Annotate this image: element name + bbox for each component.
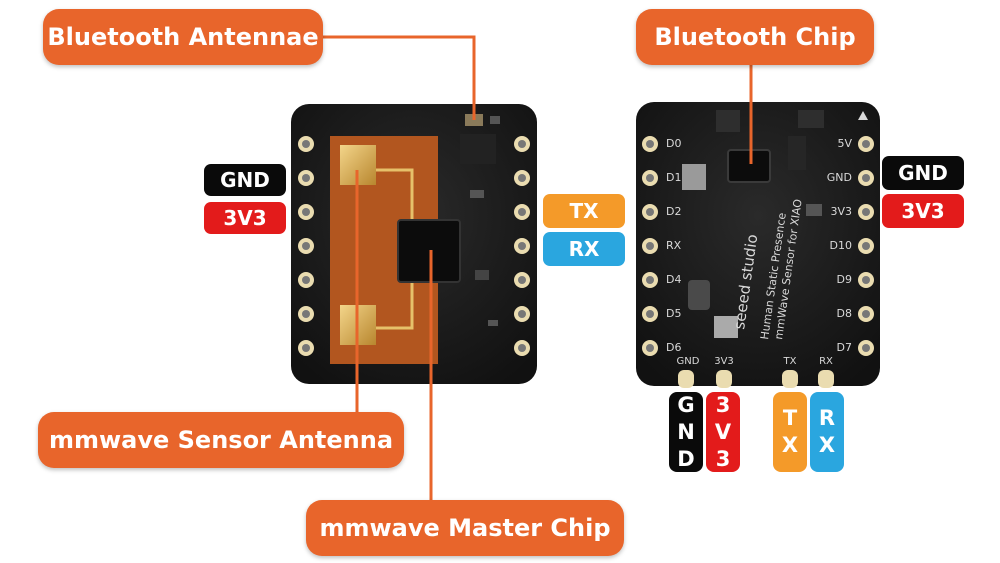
- callout-mmwave-master-chip: mmwave Master Chip: [306, 500, 624, 556]
- bottom-rx-char-0: R: [818, 406, 836, 430]
- tx-tag: TX: [543, 194, 625, 228]
- bottom-gnd-char-1: N: [677, 419, 695, 444]
- silk-left-4: D4: [666, 273, 681, 286]
- silk-right-2: 3V3: [830, 205, 852, 218]
- silk-left-0: D0: [666, 137, 681, 150]
- silk-left-1: D1: [666, 171, 681, 184]
- bottom-rx-tag: R X: [810, 392, 844, 472]
- right-gnd-tag: GND: [882, 156, 964, 190]
- left-sensor-board: [291, 104, 537, 384]
- bottom-tx-char-1: X: [781, 433, 799, 457]
- silk-right-6: D7: [837, 341, 852, 354]
- silk-left-5: D5: [666, 307, 681, 320]
- bottom-3v3-tag: 3 V 3: [706, 392, 740, 472]
- leader-bluetooth-antennae: [320, 35, 476, 120]
- bottom-gnd-char-0: G: [677, 392, 695, 417]
- bottom-gnd-char-2: D: [677, 446, 695, 471]
- left-3v3-tag: 3V3: [204, 202, 286, 234]
- silk-right-3: D10: [830, 239, 852, 252]
- bottom-rx-char-1: X: [818, 433, 836, 457]
- silk-right-0: 5V: [837, 137, 852, 150]
- right-board-left-pads: [642, 136, 658, 356]
- bluetooth-chip: [727, 149, 771, 183]
- silk-right-1: GND: [827, 171, 852, 184]
- right-3v3-tag: 3V3: [882, 194, 964, 228]
- bottom-tx-char-0: T: [782, 406, 798, 430]
- right-board-bottom-pads: [678, 370, 834, 388]
- silk-left-3: RX: [666, 239, 682, 252]
- bottom-3v3-char-2: 3: [715, 446, 731, 471]
- silk-left-2: D2: [666, 205, 681, 218]
- bottom-3v3-char-1: V: [714, 419, 732, 444]
- callout-bluetooth-chip: Bluetooth Chip: [636, 9, 874, 65]
- right-board-right-pads: [858, 136, 874, 356]
- bottom-gnd-tag: G N D: [669, 392, 703, 472]
- mmwave-master-chip: [397, 219, 461, 283]
- left-gnd-tag: GND: [204, 164, 286, 196]
- callout-mmwave-sensor-antenna: mmwave Sensor Antenna: [38, 412, 404, 468]
- left-board-left-pads: [298, 136, 314, 356]
- silk-left-6: D6: [666, 341, 681, 354]
- silk-bottom-3: RX: [819, 356, 833, 367]
- silk-bottom-1: 3V3: [714, 356, 734, 367]
- callout-bluetooth-antennae: Bluetooth Antennae: [43, 9, 323, 65]
- silk-right-4: D9: [837, 273, 852, 286]
- bottom-tx-tag: T X: [773, 392, 807, 472]
- leader-lines: [320, 35, 753, 500]
- silk-bottom-2: TX: [783, 356, 797, 367]
- left-board-right-pads: [514, 136, 530, 356]
- silk-right-5: D8: [837, 307, 852, 320]
- silk-bottom-0: GND: [677, 356, 700, 367]
- rx-tag: RX: [543, 232, 625, 266]
- right-xiao-board: D0 D1 D2 RX D4 D5 D6 5V GND 3V3 D10 D9 D…: [636, 102, 880, 388]
- bottom-3v3-char-0: 3: [715, 392, 731, 417]
